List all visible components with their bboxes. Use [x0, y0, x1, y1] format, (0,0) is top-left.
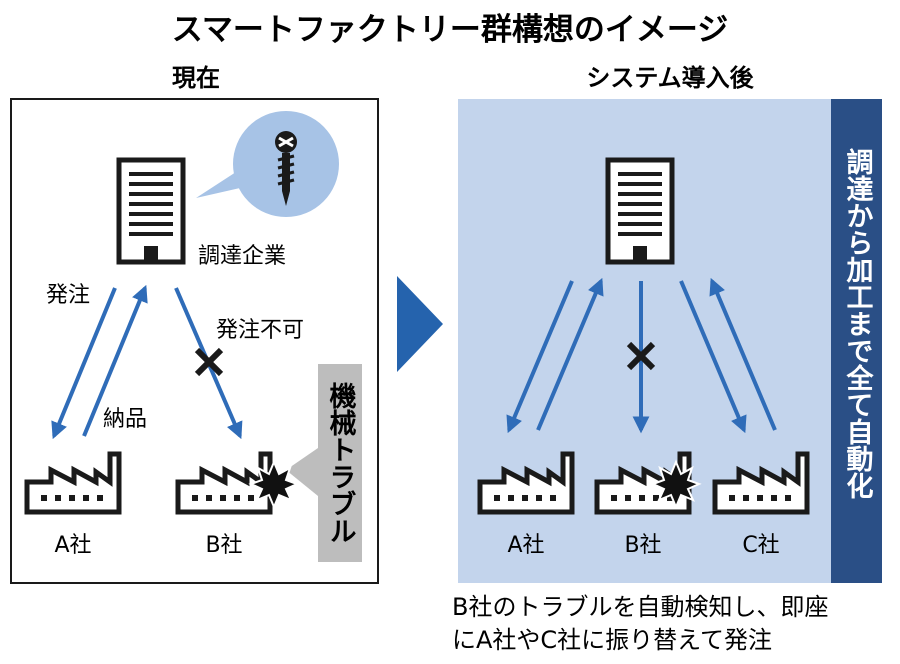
factory-a-label: A社 [507, 533, 544, 558]
after-heading: システム導入後 [586, 64, 754, 92]
caption-line-2: にA社やC社に振り替えて発注 [452, 626, 772, 654]
delivery-arrow-c [709, 277, 777, 431]
trouble-label: 機械トラブル [325, 382, 357, 544]
order-label: 発注 [46, 283, 90, 308]
before-heading: 現在 [172, 64, 220, 92]
screw-icon [275, 131, 297, 206]
automation-band [831, 99, 882, 583]
order-arrow [51, 287, 117, 440]
caption-line-1: B社のトラブルを自動検知し、即座 [452, 593, 828, 621]
order-arrow-a [506, 280, 574, 434]
office-building-icon [608, 160, 672, 262]
explosion-icon [250, 461, 298, 508]
order-blocked-label: 発注不可 [216, 318, 304, 343]
hq-label: 調達企業 [198, 244, 286, 269]
right-chevron-arrow-icon [397, 276, 443, 372]
order-arrow-c [679, 280, 747, 434]
factory-c-label: C社 [742, 533, 779, 558]
diagram-title: スマートファクトリー群構想のイメージ [172, 12, 728, 48]
delivery-arrow [82, 284, 148, 437]
trouble-pointer [286, 448, 318, 496]
automation-label: 調達から加工まで全て自動化 [842, 147, 875, 499]
factory-a-label: A社 [54, 533, 91, 558]
screw-bubble [196, 111, 339, 217]
trouble-box [318, 364, 362, 562]
office-building-icon [119, 160, 183, 262]
delivery-arrow-a [536, 277, 604, 431]
explosion-icon [652, 461, 700, 508]
factory-b-label: B社 [624, 533, 661, 558]
factory-b-label: B社 [205, 533, 242, 558]
delivery-label: 納品 [103, 407, 147, 432]
